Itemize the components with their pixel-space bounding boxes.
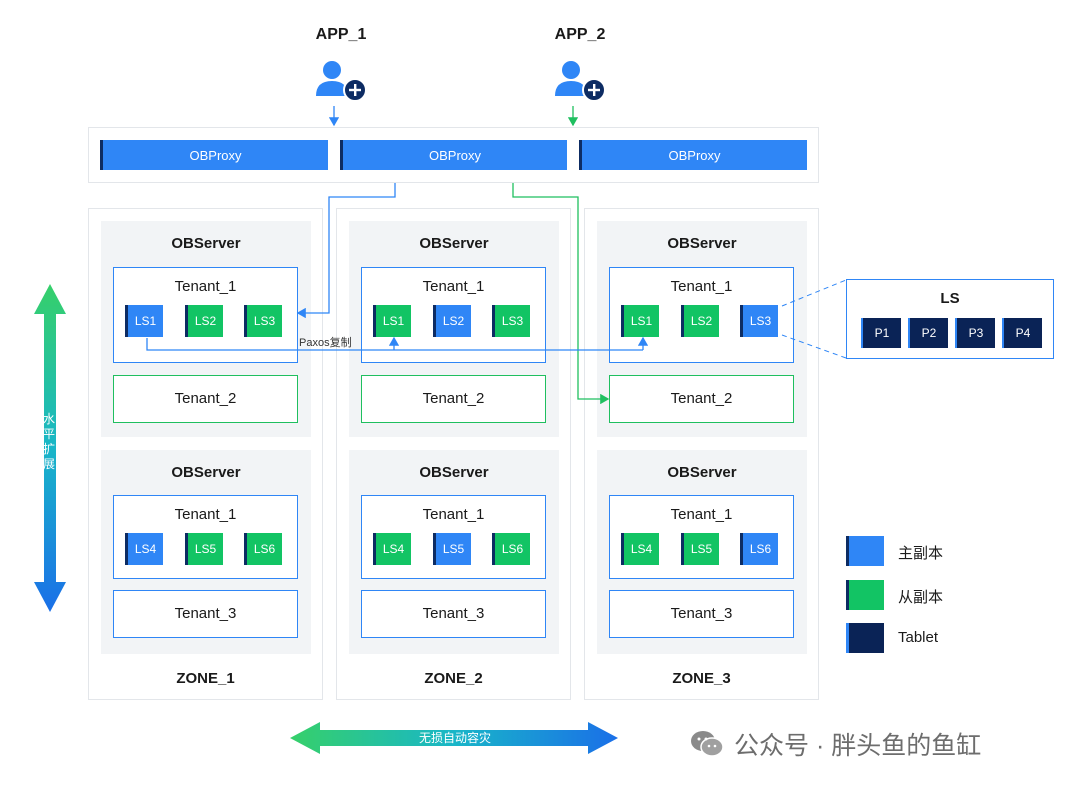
tenant-title: Tenant_1 <box>422 506 485 523</box>
wechat-icon <box>691 731 724 757</box>
log-stream-primary: LS6 <box>740 533 778 565</box>
tenant-box: Tenant_2 <box>361 375 546 423</box>
zone-label: ZONE_2 <box>424 670 483 687</box>
observer-title: OBServer <box>667 464 737 481</box>
tenant-title: Tenant_1 <box>670 278 733 295</box>
log-stream-primary: LS1 <box>125 305 163 337</box>
log-stream-replica: LS4 <box>373 533 411 565</box>
legend-label-primary: 主副本 <box>898 545 944 562</box>
partition-box: P2 <box>908 318 948 348</box>
horizontal-recovery-arrow <box>290 722 618 754</box>
zone-label: ZONE_3 <box>672 670 731 687</box>
log-stream-replica: LS2 <box>681 305 719 337</box>
log-stream-replica: LS1 <box>373 305 411 337</box>
partition-box: P3 <box>955 318 995 348</box>
log-stream-replica: LS5 <box>681 533 719 565</box>
obproxy-2: OBProxy <box>340 140 567 170</box>
zone-label: ZONE_1 <box>176 670 235 687</box>
log-stream-replica: LS3 <box>492 305 530 337</box>
log-stream-replica: LS2 <box>185 305 223 337</box>
tenant-box: Tenant_3 <box>361 590 546 638</box>
horizontal-arrow-text: 无损自动容灾 <box>418 731 491 745</box>
log-stream-primary: LS3 <box>740 305 778 337</box>
log-stream-primary: LS4 <box>125 533 163 565</box>
proxy-layer: OBProxy OBProxy OBProxy <box>88 127 819 183</box>
tenant-title: Tenant_1 <box>174 506 237 523</box>
add-user-icon <box>316 61 367 102</box>
tenant-title: Tenant_3 <box>422 605 485 622</box>
tenant-box: Tenant_3 <box>113 590 298 638</box>
log-stream-replica: LS3 <box>244 305 282 337</box>
log-stream-replica: LS4 <box>621 533 659 565</box>
vertical-scale-arrow <box>34 284 66 612</box>
log-stream-replica: LS1 <box>621 305 659 337</box>
observer-title: OBServer <box>171 464 241 481</box>
partition-box: P1 <box>861 318 901 348</box>
log-stream-primary: LS5 <box>433 533 471 565</box>
partition-box: P4 <box>1002 318 1042 348</box>
tenant-title: Tenant_2 <box>174 390 237 407</box>
log-stream-replica: LS5 <box>185 533 223 565</box>
add-user-icon <box>555 61 606 102</box>
tenant-box: Tenant_2 <box>609 375 794 423</box>
log-stream-primary: LS2 <box>433 305 471 337</box>
obproxy-1: OBProxy <box>100 140 328 170</box>
legend-swatch-primary <box>846 536 884 566</box>
tenant-title: Tenant_1 <box>422 278 485 295</box>
tenant-title: Tenant_1 <box>174 278 237 295</box>
observer-title: OBServer <box>419 464 489 481</box>
legend-swatch-tablet <box>846 623 884 653</box>
tenant-title: Tenant_2 <box>670 390 733 407</box>
tenant-title: Tenant_1 <box>670 506 733 523</box>
observer-title: OBServer <box>171 235 241 252</box>
watermark-text: 公众号 · 胖头鱼的鱼缸 <box>734 732 982 760</box>
tenant-title: Tenant_3 <box>670 605 733 622</box>
paxos-label: Paxos复制 <box>299 337 352 349</box>
vertical-arrow-text: 水平扩展 <box>42 412 55 471</box>
log-stream-replica: LS6 <box>492 533 530 565</box>
tenant-box: Tenant_2 <box>113 375 298 423</box>
app-1-label: APP_1 <box>315 26 367 43</box>
ls-detail-title: LS <box>940 290 960 307</box>
app-2-label: APP_2 <box>554 26 606 43</box>
legend-label-replica: 从副本 <box>898 589 944 606</box>
ls-detail-panel: LS P1 P2 P3 P4 <box>846 279 1054 359</box>
log-stream-replica: LS6 <box>244 533 282 565</box>
tenant-title: Tenant_3 <box>174 605 237 622</box>
observer-title: OBServer <box>419 235 489 252</box>
obproxy-3: OBProxy <box>579 140 807 170</box>
observer-title: OBServer <box>667 235 737 252</box>
tenant-box: Tenant_3 <box>609 590 794 638</box>
tenant-title: Tenant_2 <box>422 390 485 407</box>
watermark: 公众号 · 胖头鱼的鱼缸 <box>690 726 981 762</box>
legend-label-tablet: Tablet <box>898 629 939 646</box>
legend-swatch-replica <box>846 580 884 610</box>
